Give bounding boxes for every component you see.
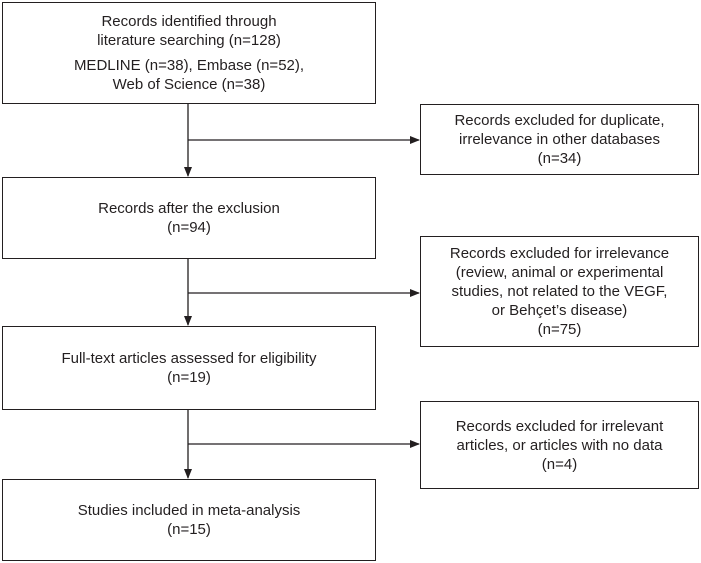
- box-excluded-irrelevance-line5: (n=75): [537, 321, 582, 338]
- box-excluded-no-data-line2: articles, or articles with no data: [456, 436, 663, 454]
- box-excluded-irrelevance-line3: studies, not related to the VEGF,: [451, 283, 668, 300]
- box-records-identified-line2: literature searching (n=128): [97, 32, 281, 49]
- box-records-identified-line4: Web of Science (n=38): [112, 76, 266, 93]
- box-full-text-assessed-line2: (n=19): [167, 369, 211, 386]
- box-excluded-duplicate: Records excluded for duplicate, irreleva…: [420, 104, 699, 175]
- box-excluded-no-data-line1: Records excluded for irrelevant: [455, 417, 664, 435]
- box-studies-included: Studies included in meta-analysis (n=15): [2, 479, 376, 561]
- box-excluded-no-data: Records excluded for irrelevant articles…: [420, 401, 699, 489]
- box-excluded-irrelevance-line4: or Behçet’s disease): [491, 302, 628, 319]
- box-excluded-duplicate-line1: Records excluded for duplicate,: [454, 112, 665, 129]
- box-records-identified-line3: MEDLINE (n=38), Embase (n=52),: [73, 57, 305, 74]
- box-records-identified-line1: Records identified through: [101, 13, 277, 30]
- box-excluded-duplicate-line2: irrelevance in other databases: [459, 131, 660, 148]
- box-records-identified: Records identified through literature se…: [2, 2, 376, 104]
- box-excluded-duplicate-line3: (n=34): [537, 150, 582, 167]
- box-full-text-assessed-line1: Full-text articles assessed for eligibil…: [61, 350, 317, 367]
- box-excluded-irrelevance: Records excluded for irrelevance (review…: [420, 236, 699, 347]
- box-studies-included-line1: Studies included in meta-analysis: [77, 502, 301, 519]
- box-studies-included-line2: (n=15): [167, 521, 211, 538]
- box-records-after-exclusion-line2: (n=94): [167, 219, 211, 236]
- box-excluded-irrelevance-line2: (review, animal or experimental: [455, 264, 664, 281]
- box-records-after-exclusion: Records after the exclusion (n=94): [2, 177, 376, 259]
- box-records-after-exclusion-line1: Records after the exclusion: [98, 200, 280, 217]
- box-full-text-assessed: Full-text articles assessed for eligibil…: [2, 326, 376, 410]
- box-excluded-no-data-line3: (n=4): [541, 455, 578, 473]
- box-excluded-irrelevance-line1: Records excluded for irrelevance: [449, 245, 670, 262]
